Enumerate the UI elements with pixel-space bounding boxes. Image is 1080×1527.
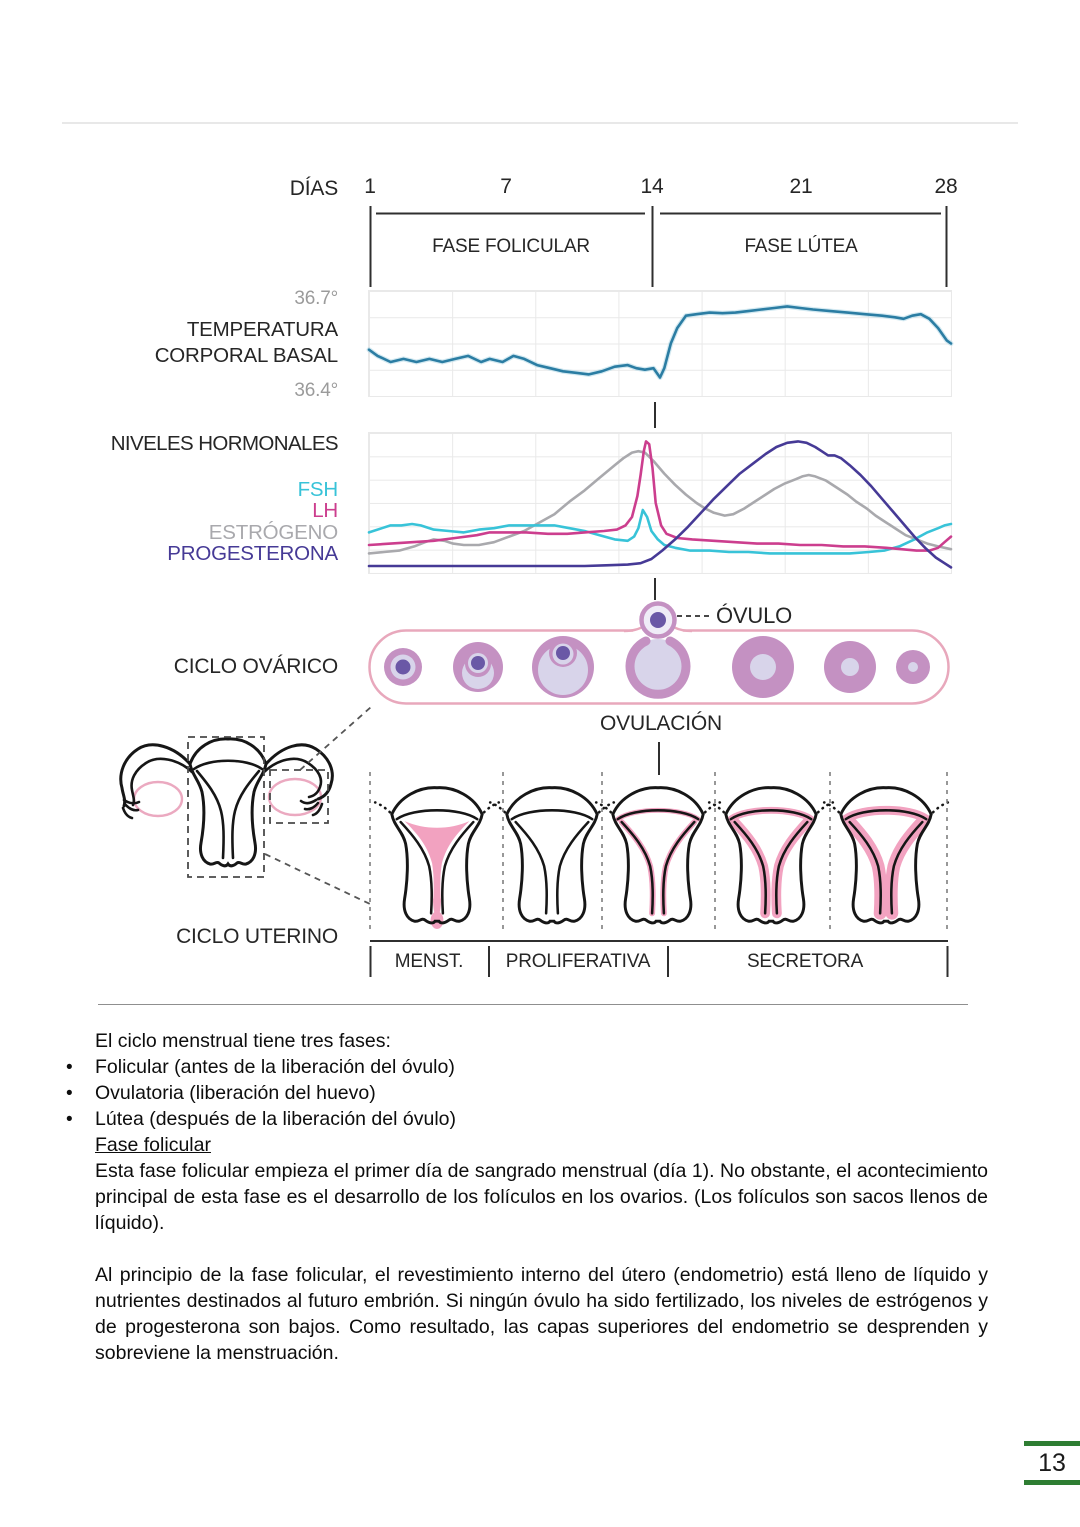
body-text: El ciclo menstrual tiene tres fases: Fol… (95, 1028, 988, 1366)
uterus-outline (119, 737, 334, 868)
ovum-label: ÓVULO (716, 603, 793, 628)
temperature-plot (366, 303, 954, 380)
hormone-plot (367, 440, 953, 569)
legend-fsh: FSH (297, 478, 339, 501)
temp-low-tick: 36.4° (294, 380, 338, 401)
paragraph-1: Esta fase folicular empieza el primer dí… (95, 1160, 988, 1234)
uterus-ovary-diagram (119, 736, 334, 878)
list-item-text: Lútea (después de la liberación del óvul… (95, 1108, 456, 1130)
follicle-stage-7 (896, 650, 930, 684)
follicle-stage-1 (384, 648, 422, 686)
uterus-zoom-box (187, 736, 265, 878)
page-number: 13 (1038, 1448, 1066, 1477)
follicle-stage-3 (532, 636, 594, 698)
phase-follicular-label: FASE FOLICULAR (432, 236, 590, 257)
follicle-stage-4-ovulating (625, 636, 691, 699)
uterus-stage-4 (712, 773, 830, 930)
ovarian-cycle-band (368, 601, 950, 705)
uterine-phase-menst: MENST. (394, 951, 464, 972)
follicle-stage-5-corpus-luteum (732, 636, 794, 698)
list-item: Ovulatoria (liberación del huevo) (95, 1080, 988, 1106)
uterine-cycle-label: CICLO UTERINO (176, 925, 338, 948)
figure-text-divider (98, 1004, 968, 1005)
list-item-text: Folicular (antes de la liberación del óv… (95, 1056, 455, 1078)
bullet-icon (66, 1106, 73, 1133)
ovarian-cycle-label: CICLO OVÁRICO (173, 655, 338, 678)
intro-line: El ciclo menstrual tiene tres fases: (95, 1030, 391, 1052)
day-tick-14: 14 (640, 175, 664, 198)
uterus-stage-5 (827, 773, 945, 930)
hormone-title: NIVELES HORMONALES (110, 432, 339, 455)
day-tick-1: 1 (364, 175, 376, 198)
day-tick-28: 28 (934, 175, 958, 198)
uterus-stage-3 (599, 773, 717, 930)
progesterone-line (367, 440, 953, 569)
left-ovary-outline (132, 780, 184, 818)
bullet-icon (66, 1054, 73, 1081)
ovulation-label: OVULACIÓN (600, 712, 722, 735)
uterine-phase-proliferative: PROLIFERATIVA (505, 951, 651, 972)
estrogen-line (367, 449, 953, 555)
follicle-stage-2 (453, 642, 503, 692)
list-item: Folicular (antes de la liberación del óv… (95, 1054, 988, 1080)
header-divider (62, 122, 1018, 124)
bullet-icon (66, 1080, 73, 1107)
legend-estrogen: ESTRÓGENO (208, 521, 338, 544)
paragraph-2: Al principio de la fase folicular, el re… (95, 1264, 988, 1364)
uterus-stage-2 (493, 773, 611, 930)
list-item-text: Ovulatoria (liberación del huevo) (95, 1082, 376, 1104)
temperature-line-halo (366, 303, 954, 380)
lh-line (367, 440, 953, 552)
temp-high-tick: 36.7° (294, 288, 338, 309)
hormone-levels-chart (367, 432, 953, 574)
legend-lh: LH (312, 499, 338, 522)
day-tick-21: 21 (789, 175, 813, 198)
page-number-badge: 13 (1024, 1441, 1080, 1485)
phase-luteal-label: FASE LÚTEA (744, 236, 858, 257)
follicle-stage-6 (824, 641, 876, 693)
fsh-line (367, 508, 953, 555)
ovary-zoom-box (269, 769, 329, 824)
temp-name-line1: TEMPERATURA (186, 318, 338, 341)
day-tick-7: 7 (500, 175, 512, 198)
section-heading: Fase folicular (95, 1134, 211, 1156)
days-axis-label: DÍAS (289, 177, 338, 200)
basal-temperature-chart (366, 290, 954, 397)
list-item: Lútea (después de la liberación del óvul… (95, 1106, 988, 1132)
legend-progesterone: PROGESTERONA (167, 542, 338, 565)
uterine-phase-secretory: SECRETORA (746, 951, 864, 972)
ovum (639, 601, 677, 639)
uterus-stage-1-menstrual (378, 773, 496, 930)
temp-name-line2: CORPORAL BASAL (154, 344, 338, 367)
temperature-line (367, 305, 953, 379)
